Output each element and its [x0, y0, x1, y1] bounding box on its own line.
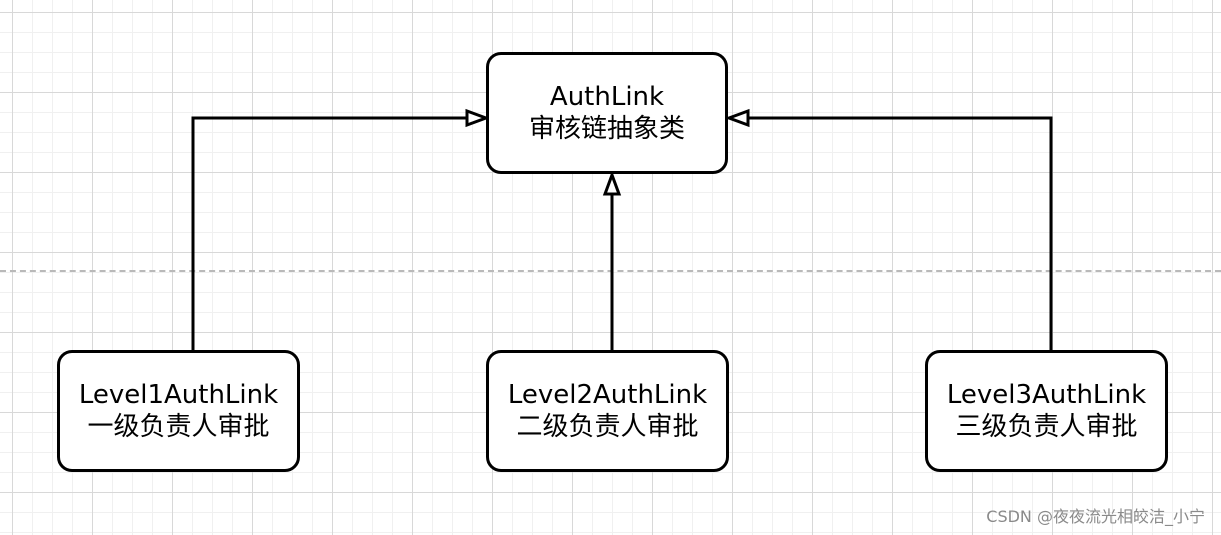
inheritance-arrowhead-right	[724, 108, 750, 128]
node-level1-subtitle: 一级负责人审批	[87, 412, 270, 442]
inheritance-arrowhead-bottom	[602, 170, 622, 196]
connector-level1-to-parent	[191, 116, 466, 350]
node-authlink-title: AuthLink	[549, 82, 665, 112]
inheritance-arrowhead-left	[465, 108, 491, 128]
watermark-text: CSDN @夜夜流光相皎洁_小宁	[986, 507, 1205, 526]
node-authlink[interactable]: AuthLink 审核链抽象类	[486, 52, 728, 174]
node-authlink-subtitle: 审核链抽象类	[528, 114, 685, 144]
node-level2-subtitle: 二级负责人审批	[516, 412, 699, 442]
node-level1-authlink[interactable]: Level1AuthLink 一级负责人审批	[57, 350, 300, 472]
connector-level3-to-parent	[748, 116, 1053, 350]
node-level1-title: Level1AuthLink	[78, 380, 279, 410]
node-level2-title: Level2AuthLink	[507, 380, 708, 410]
node-level3-authlink[interactable]: Level3AuthLink 三级负责人审批	[925, 350, 1168, 472]
node-level2-authlink[interactable]: Level2AuthLink 二级负责人审批	[486, 350, 729, 472]
node-level3-title: Level3AuthLink	[946, 380, 1147, 410]
node-level3-subtitle: 三级负责人审批	[955, 412, 1138, 442]
